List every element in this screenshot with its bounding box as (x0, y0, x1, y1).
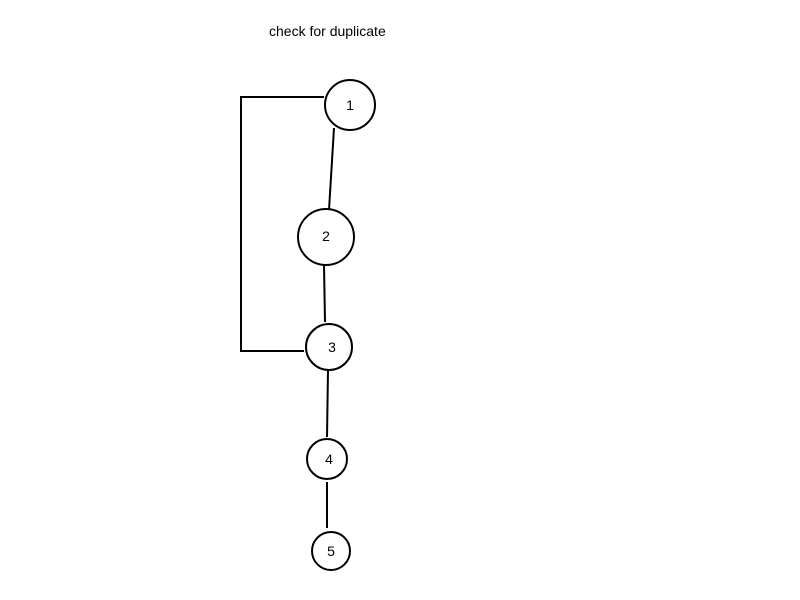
node-3-label: 3 (328, 339, 336, 355)
edge-2-3 (323, 264, 326, 323)
node-2: 2 (297, 208, 355, 266)
node-1-label: 1 (346, 97, 354, 113)
node-2-label: 2 (322, 228, 330, 244)
node-3-circle (305, 323, 353, 371)
node-5-circle (311, 531, 351, 571)
edge-1-2 (328, 127, 335, 211)
edge-3-1-bracket (240, 96, 324, 352)
node-3: 3 (305, 323, 353, 371)
node-5-label: 5 (327, 543, 335, 559)
node-2-circle (297, 208, 355, 266)
node-1: 1 (324, 79, 376, 131)
node-4: 4 (306, 438, 348, 480)
node-5: 5 (311, 531, 351, 571)
diagram-title: check for duplicate (269, 23, 386, 39)
node-4-label: 4 (325, 451, 333, 467)
node-4-circle (306, 438, 348, 480)
node-1-circle (324, 79, 376, 131)
edge-3-4 (326, 369, 329, 438)
